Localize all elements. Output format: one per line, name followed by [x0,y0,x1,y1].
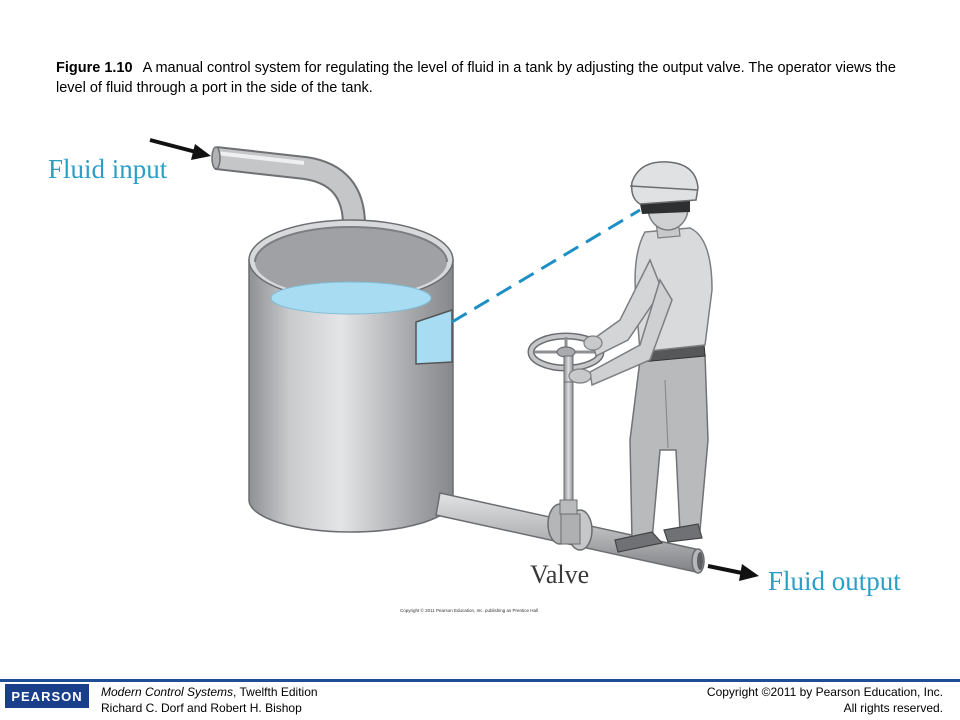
sight-port [415,308,453,365]
book-title: Modern Control Systems [101,685,234,699]
fluid-output-label: Fluid output [768,566,901,596]
valve-stem [563,379,574,511]
tank [248,219,454,533]
fluid-input-label: Fluid input [48,154,168,184]
caption-text: A manual control system for regulating t… [56,60,896,96]
rights-text: All rights reserved. [843,701,943,715]
footer-copyright: Copyright ©2011 by Pearson Education, In… [707,684,943,716]
figure-label: Figure 1.10 [56,60,133,76]
figure-copyright: Copyright © 2011 Pearson Education, Inc.… [400,608,539,613]
footer-divider [0,679,960,682]
book-edition: , Twelfth Edition [233,685,318,699]
fluid-input-arrow [149,138,211,160]
line-of-sight [451,208,641,324]
operator-figure [568,161,713,553]
valve-label: Valve [530,560,589,589]
pearson-logo: PEARSON [5,684,89,708]
book-authors: Richard C. Dorf and Robert H. Bishop [101,701,302,715]
valve [547,379,593,551]
footer-book-info: Modern Control Systems, Twelfth Edition … [101,684,318,716]
copyright-text: Copyright ©2011 by Pearson Education, In… [706,685,943,699]
fluid-surface [270,281,432,315]
fluid-output-arrow [707,564,759,581]
